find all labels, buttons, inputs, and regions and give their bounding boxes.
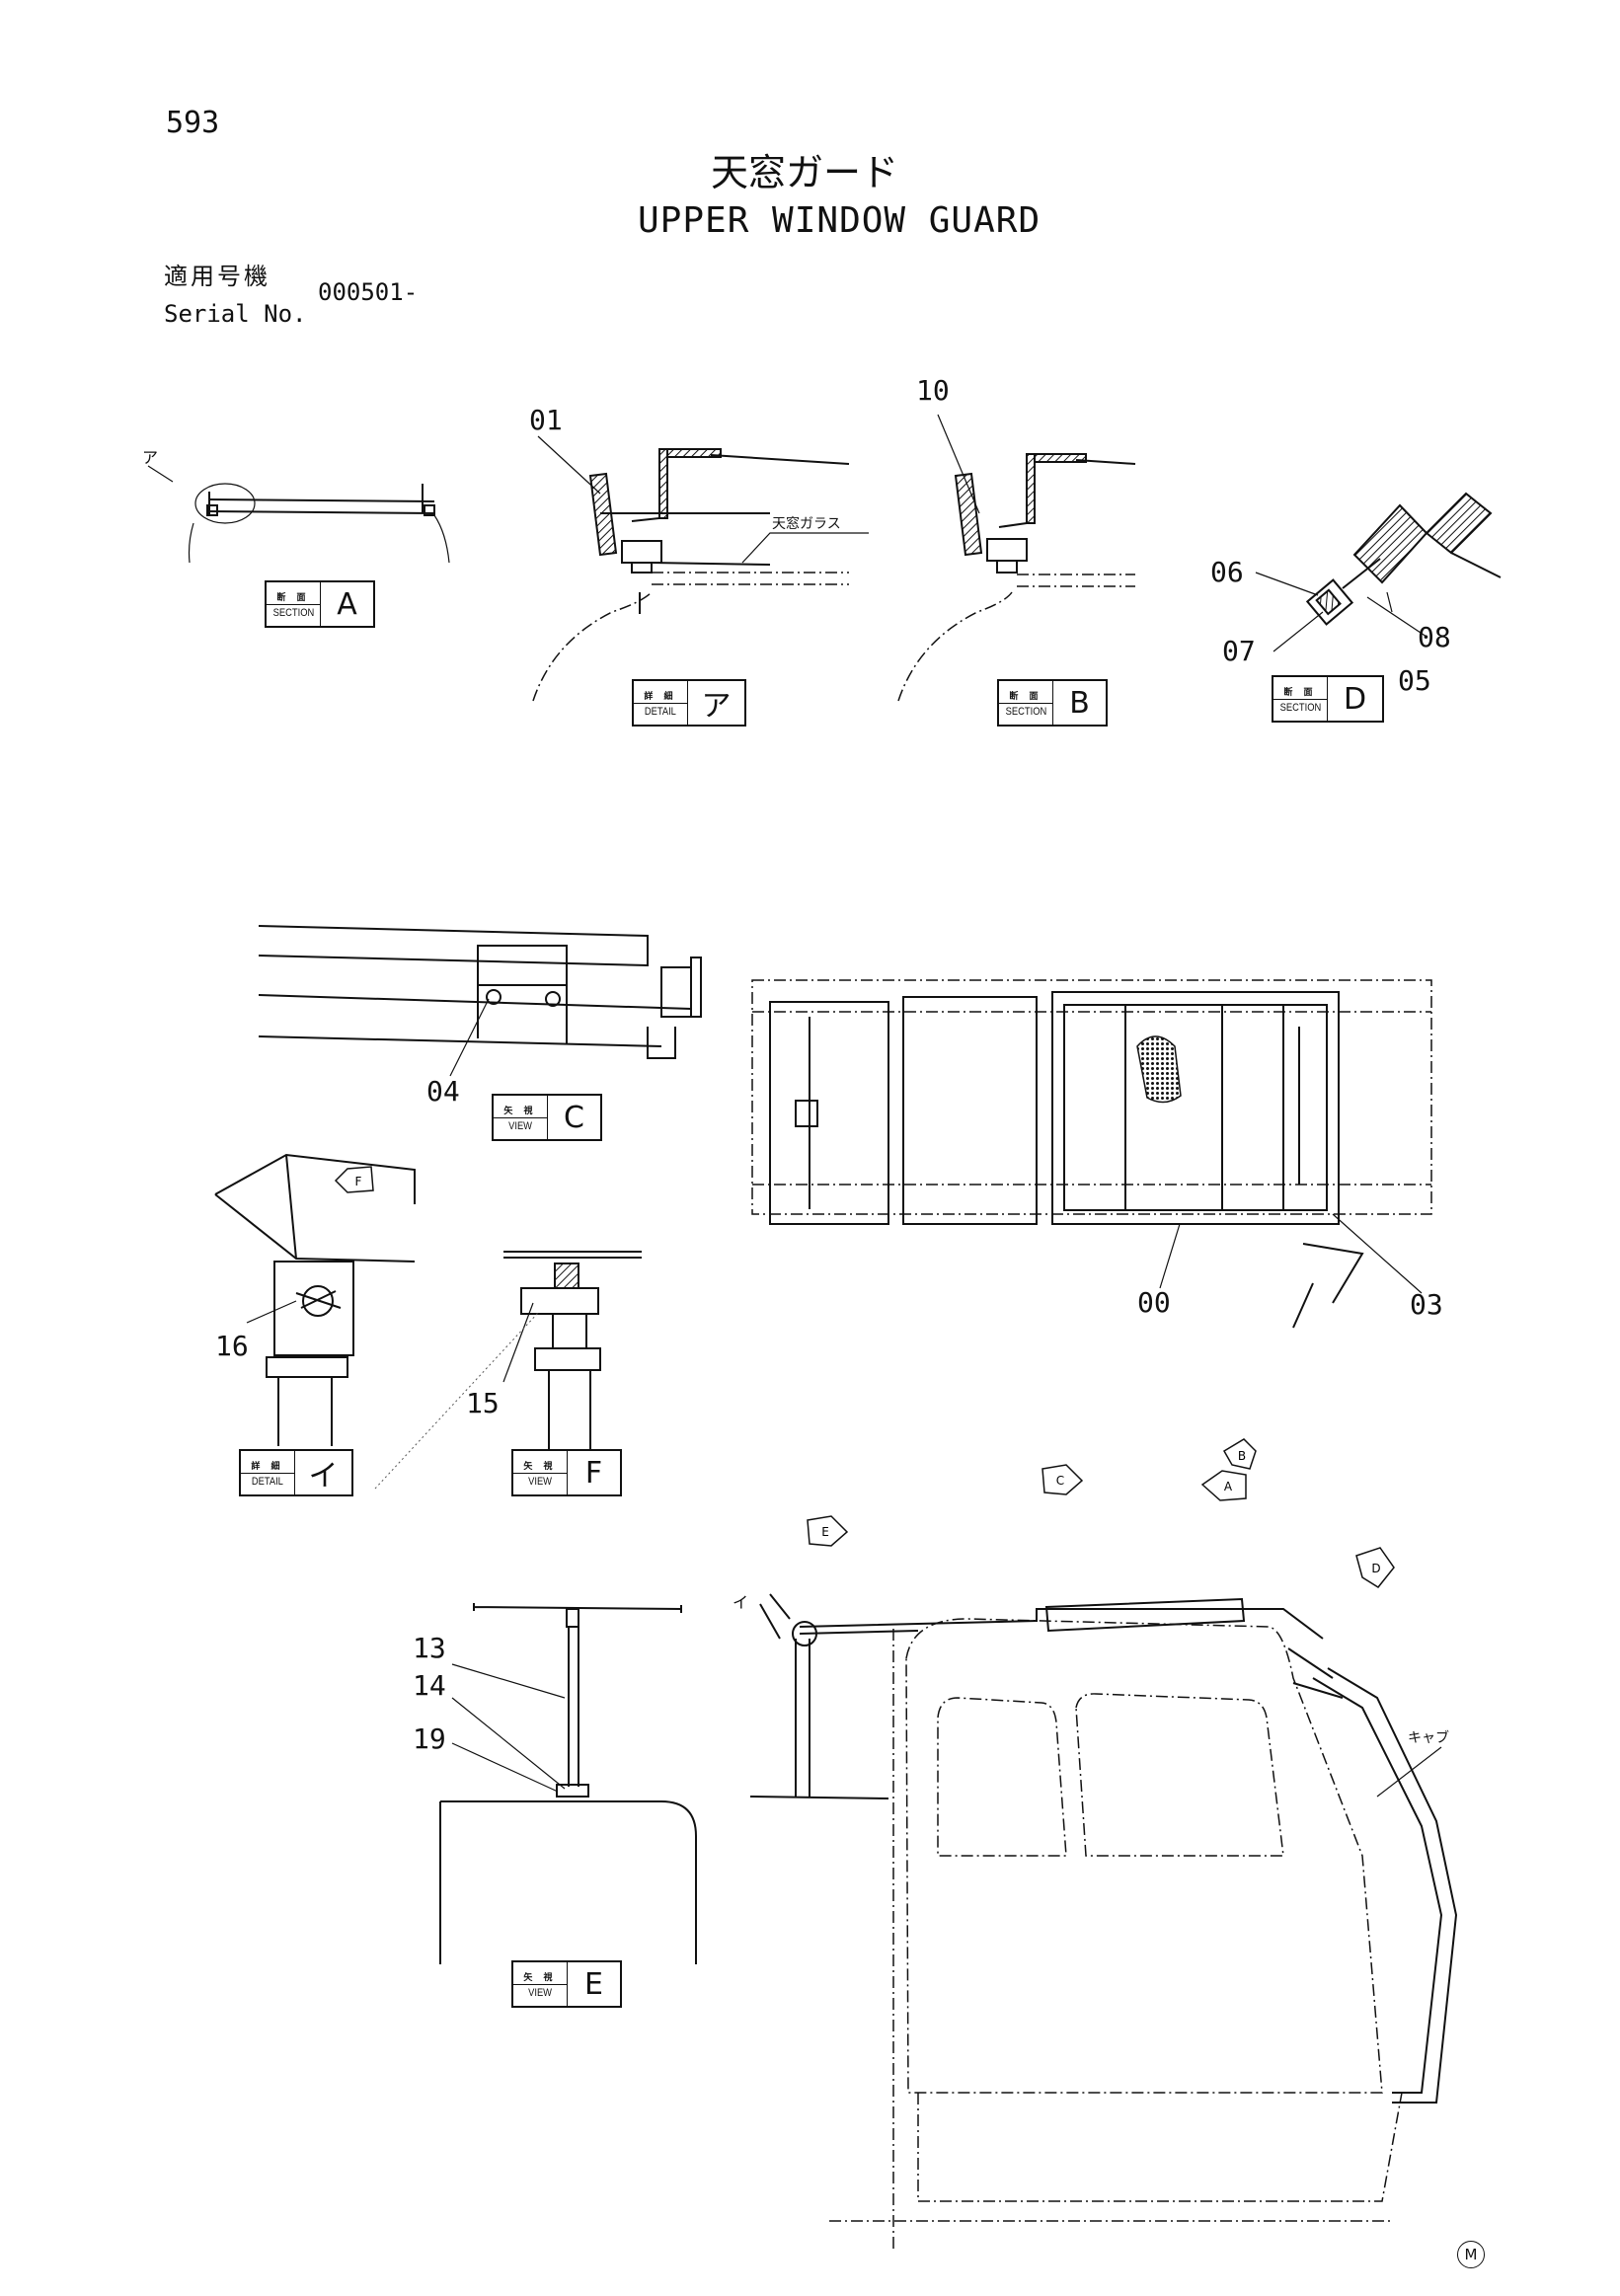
part-number-06: 06 [1210,556,1244,588]
part-number-19: 19 [413,1722,446,1755]
footer-mark-letter: M [1464,2246,1478,2263]
direction-marker-e: E [808,1516,847,1546]
plan-view-drawing [752,980,1431,1328]
serial-label-english: Serial No. [164,300,307,328]
detail-a-drawing [533,436,869,701]
footer-circled-mark: M [1457,2241,1485,2268]
pointer-a-label: ア [142,448,159,467]
serial-number-value: 000501- [318,278,419,306]
pointer-i-label: イ [733,1593,749,1612]
title-english: UPPER WINDOW GUARD [638,200,1041,241]
view-c-drawing [259,926,701,1076]
section-b-drawing [898,415,1135,701]
part-number-15: 15 [466,1387,500,1419]
part-number-00: 00 [1137,1286,1171,1319]
part-number-14: 14 [413,1669,446,1702]
page-number: 593 [166,106,220,140]
section-d-drawing [1256,494,1501,651]
cab-drawing [750,1594,1456,2251]
part-number-13: 13 [413,1632,446,1664]
svg-text:B: B [1238,1449,1246,1463]
part-number-08: 08 [1418,621,1451,653]
cab-annotation: キャブ [1408,1730,1449,1746]
part-number-03: 03 [1410,1288,1443,1321]
part-number-04: 04 [426,1075,460,1108]
serial-label-japanese: 適用号機 [164,263,270,290]
detail-i-drawing [215,1155,415,1446]
svg-text:C: C [1056,1474,1064,1488]
part-number-07: 07 [1222,635,1256,667]
part-number-16: 16 [215,1330,249,1362]
section-a-sketch [148,466,449,563]
direction-marker-b: B [1224,1439,1256,1469]
svg-text:F: F [355,1175,362,1188]
view-e-drawing [440,1603,696,1964]
part-number-05: 05 [1398,664,1431,697]
part-number-10: 10 [916,374,950,407]
view-f-drawing [375,1252,642,1489]
svg-text:E: E [821,1525,829,1539]
svg-text:D: D [1371,1562,1380,1575]
glass-annotation: 天窓ガラス [772,516,841,532]
direction-marker-f: F [336,1167,373,1192]
direction-marker-d: D [1356,1548,1394,1587]
svg-text:A: A [1224,1480,1233,1493]
direction-marker-a: A [1202,1471,1246,1500]
direction-marker-c: C [1042,1465,1082,1494]
title-japanese: 天窓ガード [711,151,899,194]
part-number-01: 01 [529,404,563,436]
